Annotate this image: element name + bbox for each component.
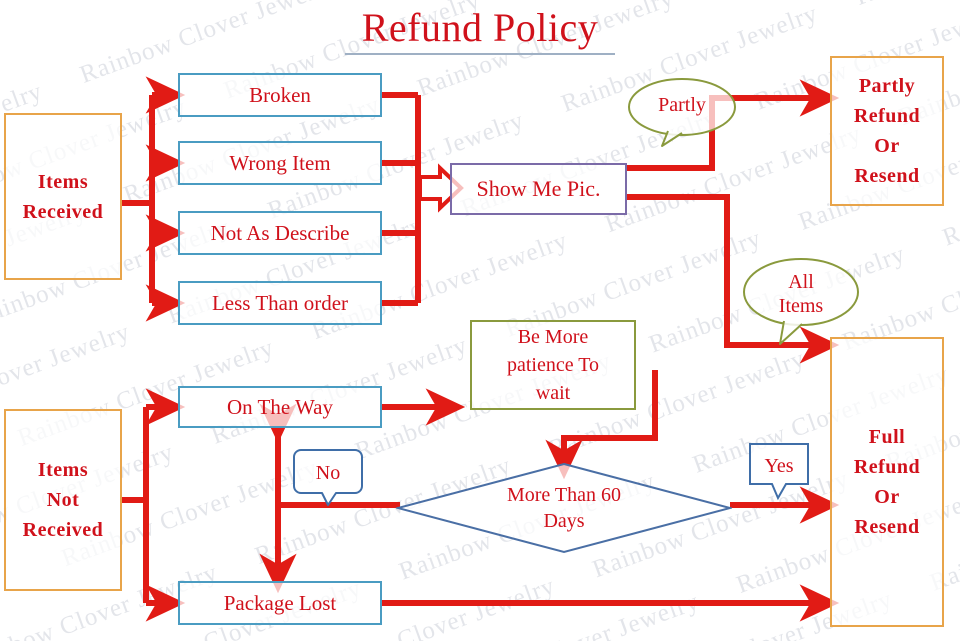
box-not-as-describe-label: Not As Describe	[210, 221, 350, 245]
speech-bubble-rect-icon	[749, 443, 809, 501]
box-on-the-way[interactable]: On The Way	[178, 386, 382, 428]
box-not-as-describe[interactable]: Not As Describe	[178, 211, 382, 255]
title-text: Refund Policy	[361, 5, 599, 50]
speech-bubble-ellipse-icon	[628, 78, 736, 147]
title-underline	[345, 53, 615, 55]
callout-partly: Partly	[626, 76, 738, 148]
box-on-the-way-label: On The Way	[226, 395, 333, 419]
callout-yes-label: Yes	[764, 455, 794, 477]
box-broken-label: Broken	[249, 83, 311, 107]
box-package-lost-label: Package Lost	[223, 591, 337, 615]
callout-no-label: No	[315, 462, 341, 484]
callout-yes: Yes	[748, 442, 810, 504]
callout-no: No	[292, 448, 364, 510]
box-package-lost[interactable]: Package Lost	[178, 581, 382, 625]
box-less-than-order[interactable]: Less Than order	[178, 281, 382, 325]
box-show-me-pic[interactable]: Show Me Pic.	[450, 163, 627, 215]
box-less-than-order-label: Less Than order	[211, 291, 349, 315]
diamond-shape	[396, 462, 732, 554]
callout-partly-label: Partly	[658, 94, 706, 116]
box-broken[interactable]: Broken	[178, 73, 382, 117]
box-wrong-item-label: Wrong Item	[229, 151, 331, 175]
box-show-me-pic-label: Show Me Pic.	[476, 176, 601, 201]
page-title: Refund Policy	[0, 4, 960, 55]
box-wrong-item[interactable]: Wrong Item	[178, 141, 382, 185]
speech-bubble-ellipse-icon	[743, 258, 859, 345]
